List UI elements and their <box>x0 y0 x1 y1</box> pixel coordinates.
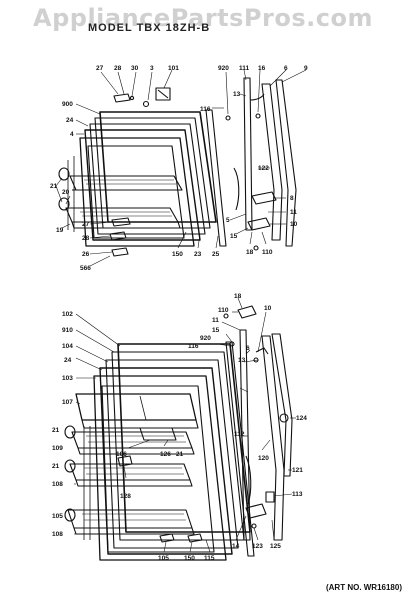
callout-label: 115 <box>204 555 215 562</box>
callout-label: 150 <box>184 555 195 562</box>
callout-label: 21 <box>52 463 60 470</box>
callout-label: 120 <box>258 455 269 462</box>
callout-label: 15 <box>230 233 238 240</box>
callout-label: 10 <box>290 221 298 228</box>
callout-label: 18 <box>246 249 254 256</box>
callout-label: 920 <box>218 65 229 72</box>
callout-label: 112 <box>234 431 245 438</box>
callout-label: 104 <box>62 343 73 350</box>
callout-label: 27 <box>82 221 90 228</box>
callout-label: 124 <box>296 415 307 422</box>
callout-label: 116 <box>200 106 211 113</box>
callout-label: 900 <box>62 101 73 108</box>
bottom-door-assembly <box>64 305 293 561</box>
callout-label: 18 <box>234 293 242 300</box>
callout-label: 19 <box>56 227 64 234</box>
callout-label: 21 <box>52 427 60 434</box>
callout-label: 13 <box>233 91 241 98</box>
callout-label: 11 <box>212 317 219 324</box>
callout-label: 8 <box>290 195 294 202</box>
callout-label: 125 <box>270 543 281 550</box>
callout-label: 28 <box>114 65 122 72</box>
bottom-callout-labels: 102 910 104 24 103 107 21 109 21 108 105… <box>52 293 307 562</box>
callout-label: 21 <box>176 451 184 458</box>
callout-label: 566 <box>80 265 91 272</box>
callout-label: 9 <box>304 65 308 72</box>
callout-label: 4 <box>70 131 74 138</box>
callout-label: 105 <box>158 555 169 562</box>
callout-label: 5 <box>226 217 230 224</box>
callout-label: 108 <box>52 531 63 538</box>
callout-label: 21 <box>50 183 58 190</box>
art-number: (ART NO. WR16180) <box>325 583 402 592</box>
callout-label: 15 <box>212 327 220 334</box>
callout-label: 103 <box>62 375 73 382</box>
callout-label: 121 <box>292 467 303 474</box>
callout-label: 920 <box>200 335 211 342</box>
callout-label: 111 <box>239 65 250 72</box>
callout-label: 126 <box>160 451 171 458</box>
callout-label: 910 <box>62 327 73 334</box>
callout-label: 24 <box>66 117 74 124</box>
callout-label: 106 <box>116 451 127 458</box>
callout-label: 11 <box>290 209 297 216</box>
callout-label: 28 <box>82 235 90 242</box>
callout-label: 108 <box>52 481 63 488</box>
callout-label: 116 <box>188 343 199 350</box>
callout-label: 27 <box>96 65 104 72</box>
callout-label: 109 <box>52 445 63 452</box>
callout-label: 25 <box>212 251 220 258</box>
callout-label: 101 <box>168 65 179 72</box>
callout-label: 128 <box>120 493 131 500</box>
watermark-text: AppliancePartsPros.com <box>33 4 373 32</box>
callout-label: 122 <box>258 165 269 172</box>
callout-label: 113 <box>292 491 303 498</box>
callout-label: 24 <box>64 357 72 364</box>
callout-label: 30 <box>131 65 139 72</box>
callout-label: 13 <box>238 357 246 364</box>
callout-label: 110 <box>218 307 229 314</box>
callout-label: 6 <box>246 345 250 352</box>
top-callout-labels: 27 28 30 3 101 920 111 16 6 9 900 24 4 1… <box>50 65 308 272</box>
callout-label: 10 <box>264 305 272 312</box>
callout-label: 150 <box>172 251 183 258</box>
callout-label: 102 <box>62 311 73 318</box>
callout-label: 6 <box>284 65 288 72</box>
callout-label: 105 <box>52 513 63 520</box>
callout-label: 20 <box>62 189 70 196</box>
callout-label: 110 <box>262 249 273 256</box>
callout-label: 3 <box>150 65 154 72</box>
callout-label: 107 <box>62 399 73 406</box>
callout-label: 123 <box>252 543 263 550</box>
model-title: MODEL TBX 18ZH-B <box>88 22 211 34</box>
top-door-assembly <box>58 77 297 257</box>
callout-label: 23 <box>194 251 202 258</box>
callout-label: 16 <box>258 65 266 72</box>
callout-label: 14 <box>232 543 240 550</box>
callout-label: 26 <box>82 251 90 258</box>
